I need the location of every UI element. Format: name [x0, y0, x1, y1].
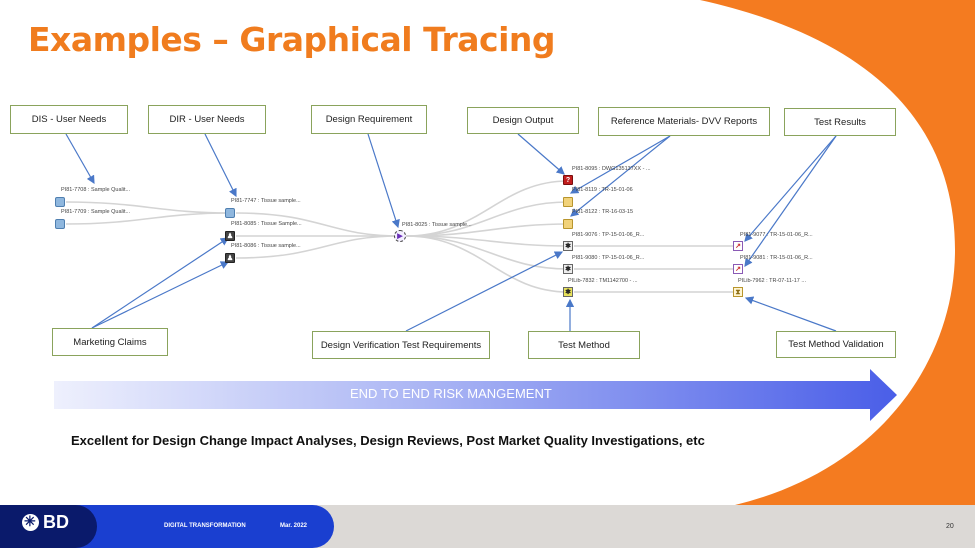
trace-links: [65, 180, 738, 293]
bd-logo-text: BD: [43, 512, 69, 532]
requirement-icon: ▶: [394, 230, 406, 242]
node-label: PILib-7832 : TM1142700 - ...: [568, 278, 638, 284]
node-label: PI81-9077 : TR-15-01-06_R...: [740, 232, 813, 238]
person-icon: ♟: [225, 231, 235, 241]
arrow-label: END TO END RISK MANGEMENT: [350, 386, 552, 401]
test-method-box: Test Method: [528, 331, 640, 359]
connector-arrows: [65, 133, 837, 332]
tagline: Excellent for Design Change Impact Analy…: [71, 433, 705, 448]
package-icon: [563, 219, 573, 229]
node-label: PI81-7708 : Sample Qualit...: [61, 187, 131, 193]
document-icon: ?: [563, 175, 573, 185]
footer-department: DIGITAL TRANSFORMATION: [164, 523, 246, 529]
node-label: PI81-8085 : Tissue Sample...: [231, 221, 302, 227]
node-label: PI81-9076 : TP-15-01-06_R...: [572, 232, 645, 238]
cube-icon: [225, 208, 235, 218]
node-label: PI81-8086 : Tissue sample...: [231, 243, 301, 249]
node-label: PI81-9080 : TP-15-01-06_R...: [572, 255, 645, 261]
end-to-end-arrow: [54, 369, 897, 421]
orange-swoosh: [700, 0, 975, 505]
cube-icon: [55, 219, 65, 229]
cube-icon: [55, 197, 65, 207]
hourglass-icon: ⧗: [733, 287, 743, 297]
dis-user-needs-box: DIS - User Needs: [10, 105, 128, 134]
dir-user-needs-box: DIR - User Needs: [148, 105, 266, 134]
node-label: PI81-9081 : TR-15-01-06_R...: [740, 255, 813, 261]
design-requirement-box: Design Requirement: [311, 105, 427, 134]
person-icon: ♟: [225, 253, 235, 263]
test-method-icon: ✱: [563, 287, 573, 297]
footer-logo-band: [0, 505, 97, 548]
node-label: PILib-7962 : TR-07-11-17 ...: [738, 278, 806, 284]
bd-logo: BD: [22, 512, 69, 533]
footer-date: Mar. 2022: [280, 523, 308, 529]
node-label: PI81-8025 : Tissue sample...: [402, 222, 472, 228]
marketing-claims-box: Marketing Claims: [52, 328, 168, 356]
node-label: PI81-8095 : DWG135137XX - ...: [572, 166, 651, 172]
test-plan-icon: ✱: [563, 264, 573, 274]
node-label: PI81-8122 : TR-16-03-15: [572, 209, 634, 215]
report-chart-icon: ↗: [733, 241, 743, 251]
report-chart-icon: ↗: [733, 264, 743, 274]
design-output-box: Design Output: [467, 107, 579, 134]
test-results-box: Test Results: [784, 108, 896, 136]
page-number: 20: [946, 523, 954, 530]
node-label: PI81-7747 : Tissue sample...: [231, 198, 301, 204]
design-verification-box: Design Verification Test Requirements: [312, 331, 490, 359]
node-label: PI81-8119 : TR-15-01-06: [572, 187, 633, 193]
package-icon: [563, 197, 573, 207]
bd-starburst-icon: [22, 513, 39, 531]
test-method-validation-box: Test Method Validation: [776, 331, 896, 358]
slide-title: Examples – Graphical Tracing: [28, 20, 556, 59]
reference-materials-box: Reference Materials- DVV Reports: [598, 107, 770, 136]
node-label: PI81-7709 : Sample Qualit...: [61, 209, 131, 215]
test-plan-icon: ✱: [563, 241, 573, 251]
